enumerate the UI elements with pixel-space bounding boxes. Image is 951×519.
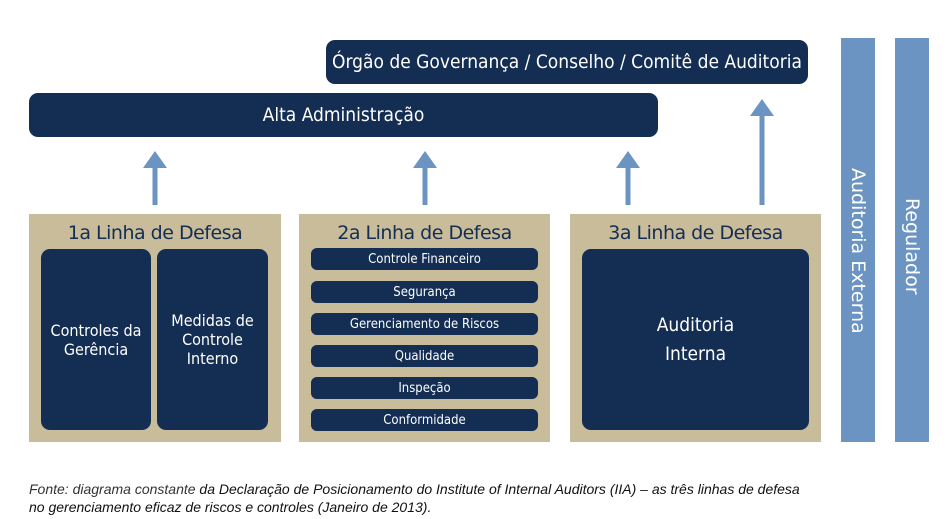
external-audit-bar: Auditoria Externa — [841, 38, 875, 442]
line-title: 2a Linha de Defesa — [337, 222, 512, 244]
inspection-box: Inspeção — [311, 377, 538, 399]
regulator-label: Regulador — [901, 198, 923, 295]
financial-control-box: Controle Financeiro — [311, 248, 538, 270]
internal-audit-box: Auditoria Interna — [582, 249, 809, 430]
caption-line-2: no gerenciamento eficaz de riscos e cont… — [29, 499, 432, 515]
second-line-of-defense: 2a Linha de Defesa Controle Financeiro S… — [299, 214, 550, 442]
external-audit-label: Auditoria Externa — [847, 168, 869, 334]
arrow-up-icon — [143, 151, 167, 205]
caption-text: da Declaração de Posicionamento do Insti… — [195, 481, 800, 497]
first-line-of-defense: 1a Linha de Defesa Controles da Gerência… — [29, 214, 281, 442]
caption-line-1: Fonte: diagrama constante da Declaração … — [29, 481, 800, 497]
quality-box: Qualidade — [311, 345, 538, 367]
compliance-box: Conformidade — [311, 409, 538, 431]
governance-body-box: Órgão de Governança / Conselho / Comitê … — [326, 40, 808, 84]
arrow-up-icon — [750, 99, 774, 205]
arrow-up-icon — [616, 151, 640, 205]
risk-management-box: Gerenciamento de Riscos — [311, 313, 538, 335]
caption-source-label: Fonte: diagrama constante — [29, 481, 196, 497]
line-title: 3a Linha de Defesa — [608, 222, 783, 244]
internal-control-measures-box: Medidas de Controle Interno — [157, 249, 268, 430]
arrow-up-icon — [413, 151, 437, 205]
management-controls-box: Controles da Gerência — [41, 249, 151, 430]
line-title: 1a Linha de Defesa — [67, 222, 243, 244]
senior-management-box: Alta Administração — [29, 93, 658, 137]
third-line-of-defense: 3a Linha de Defesa Auditoria Interna — [570, 214, 821, 442]
security-box: Segurança — [311, 281, 538, 303]
regulator-bar: Regulador — [895, 38, 929, 442]
